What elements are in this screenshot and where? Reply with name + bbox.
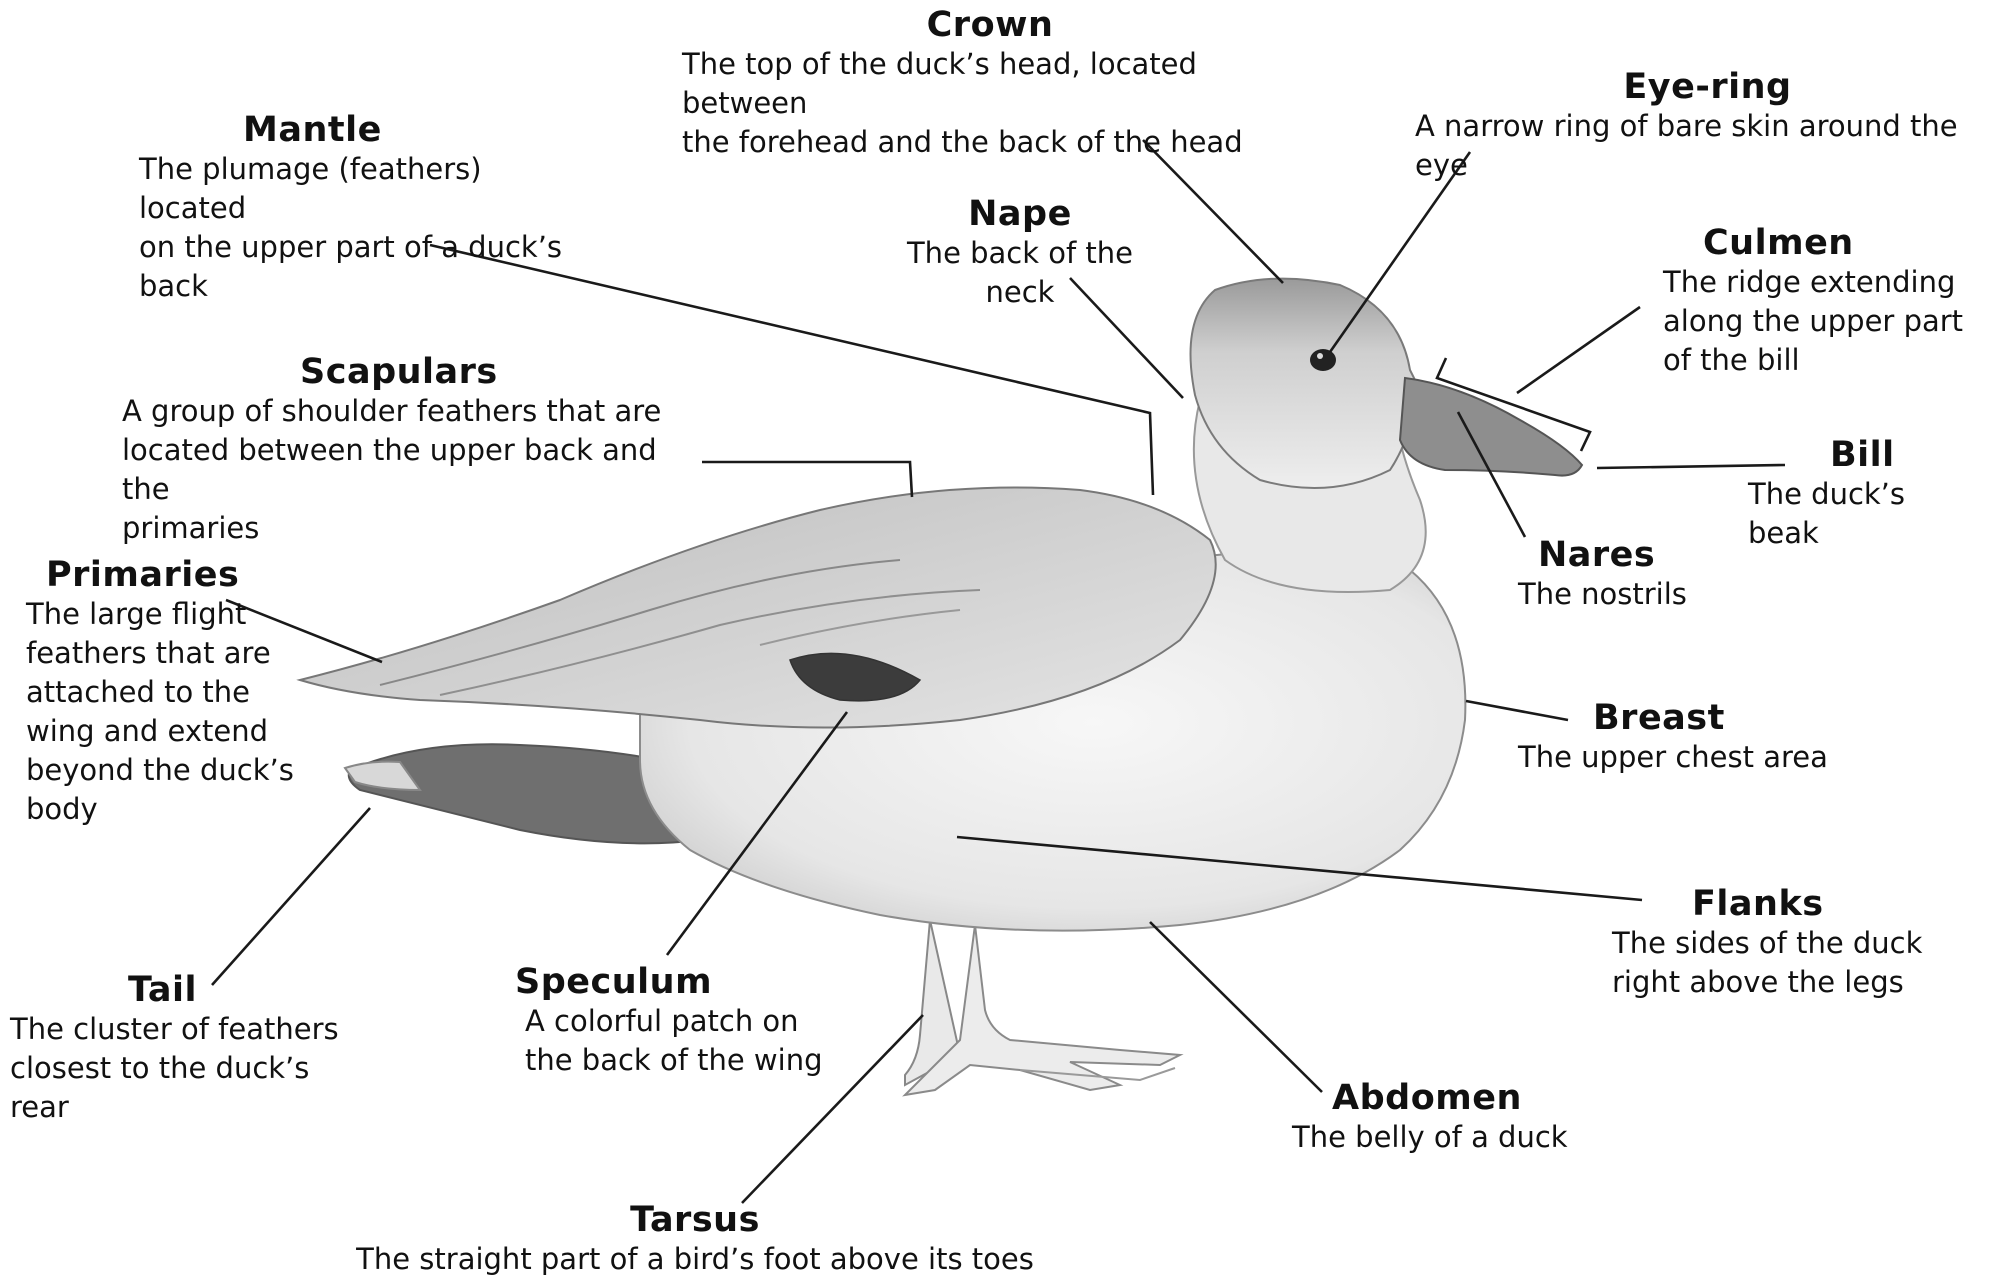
leader-tail: [212, 808, 370, 985]
label-abdomen-desc: The belly of a duck: [1292, 1118, 1612, 1157]
label-crown-title: Crown: [680, 5, 1300, 45]
label-nares-desc: The nostrils: [1518, 575, 1748, 614]
label-scapulars: Scapulars A group of shoulder feathers t…: [122, 352, 692, 548]
leader-abdomen: [1150, 922, 1322, 1092]
label-bill-desc: The duck’s beak: [1748, 475, 1978, 553]
label-speculum-desc: A colorful patch on the back of the wing: [515, 1002, 835, 1080]
label-speculum-title: Speculum: [515, 962, 835, 1002]
label-culmen-desc: The ridge extending along the upper part…: [1663, 263, 1983, 380]
leader-scapulars: [702, 462, 912, 497]
label-nape-title: Nape: [870, 194, 1170, 234]
label-culmen: Culmen The ridge extending along the upp…: [1663, 223, 1983, 380]
label-mantle-desc: The plumage (feathers) located on the up…: [139, 150, 579, 306]
label-mantle: Mantle The plumage (feathers) located on…: [139, 110, 579, 306]
label-speculum: Speculum A colorful patch on the back of…: [515, 962, 835, 1080]
label-mantle-title: Mantle: [139, 110, 579, 150]
label-bill-title: Bill: [1748, 435, 1978, 475]
label-abdomen: Abdomen The belly of a duck: [1292, 1078, 1612, 1157]
label-scapulars-title: Scapulars: [122, 352, 692, 392]
label-primaries-title: Primaries: [26, 555, 306, 595]
label-tarsus-desc: The straight part of a bird’s foot above…: [355, 1240, 1035, 1279]
label-tail-desc: The cluster of feathers closest to the d…: [10, 1010, 370, 1127]
label-breast-desc: The upper chest area: [1518, 738, 1848, 777]
label-flanks: Flanks The sides of the duck right above…: [1612, 884, 1942, 1002]
duck-legs: [905, 920, 1180, 1095]
leader-culmen: [1517, 307, 1640, 393]
label-scapulars-desc: A group of shoulder feathers that are lo…: [122, 392, 692, 548]
label-breast: Breast The upper chest area: [1518, 698, 1848, 777]
label-flanks-desc: The sides of the duck right above the le…: [1612, 924, 1942, 1002]
label-nares: Nares The nostrils: [1518, 535, 1748, 614]
label-tarsus-title: Tarsus: [355, 1200, 1035, 1240]
bill-shape: [1400, 378, 1582, 476]
label-nares-title: Nares: [1518, 535, 1748, 575]
label-nape: Nape The back of the neck: [870, 194, 1170, 312]
label-tarsus: Tarsus The straight part of a bird’s foo…: [355, 1200, 1035, 1279]
label-crown-desc: The top of the duck’s head, located betw…: [680, 45, 1300, 162]
label-culmen-title: Culmen: [1663, 223, 1983, 263]
label-crown: Crown The top of the duck’s head, locate…: [680, 5, 1300, 162]
label-tail: Tail The cluster of feathers closest to …: [10, 970, 370, 1127]
label-flanks-title: Flanks: [1612, 884, 1942, 924]
label-primaries: Primaries The large flight feathers that…: [26, 555, 306, 829]
label-eye-ring-title: Eye-ring: [1415, 67, 2000, 107]
label-nape-desc: The back of the neck: [870, 234, 1170, 312]
label-breast-title: Breast: [1518, 698, 1848, 738]
label-tail-title: Tail: [10, 970, 370, 1010]
label-bill: Bill The duck’s beak: [1748, 435, 1978, 553]
label-eye-ring: Eye-ring A narrow ring of bare skin arou…: [1415, 67, 2000, 185]
eye-shape: [1310, 349, 1336, 371]
label-primaries-desc: The large flight feathers that are attac…: [26, 595, 306, 829]
label-eye-ring-desc: A narrow ring of bare skin around the ey…: [1415, 107, 2000, 185]
label-abdomen-title: Abdomen: [1292, 1078, 1612, 1118]
